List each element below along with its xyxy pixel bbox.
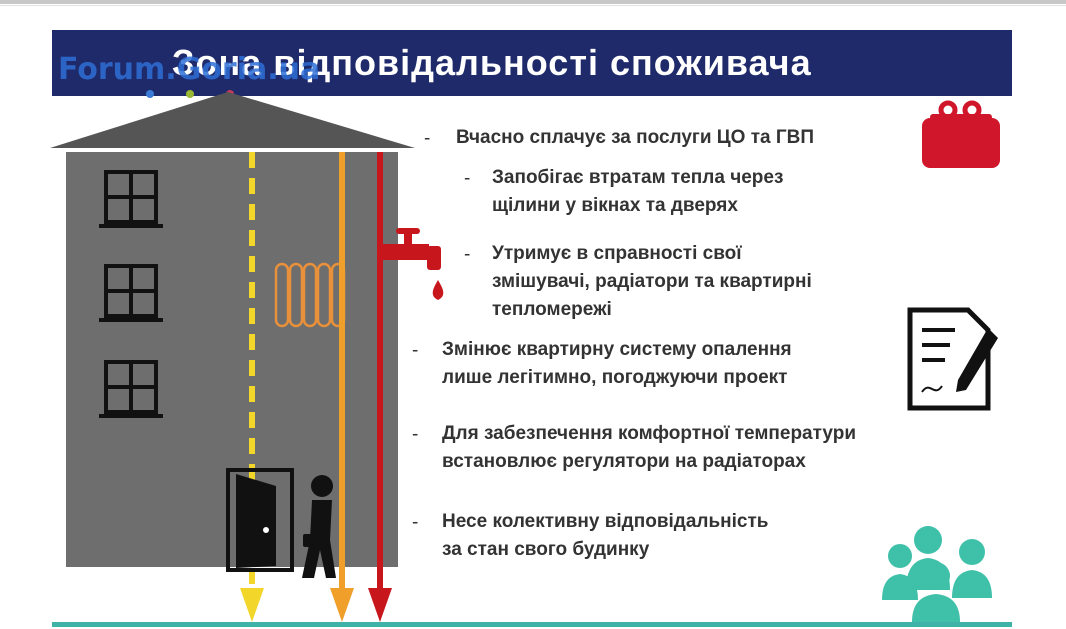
door-icon (226, 468, 294, 572)
person-briefcase-icon (302, 475, 336, 578)
bullet-regulators: Для забезпечення комфортної температури … (442, 420, 856, 476)
bullet-line: щілини у вікнах та дверях (492, 195, 738, 216)
bullet-maintenance: Утримує в справності свої змішувачі, рад… (492, 240, 812, 324)
bullet-payment: Вчасно сплачує за послуги ЦО та ГВП (456, 124, 814, 152)
bullet-system-change: Змінює квартирну систему опалення лише л… (442, 336, 792, 392)
title-bar: Зона відповідальності споживача (52, 30, 1012, 96)
top-border-thin (0, 5, 1066, 6)
bullet-line: тепломережі (492, 299, 612, 320)
people-group-icon (882, 526, 992, 622)
document-pen-icon (907, 307, 998, 411)
window-icon (99, 264, 163, 322)
bullet-dash: - (464, 168, 471, 189)
bullet-dash: - (464, 244, 471, 265)
bullet-line: Запобігає втратам тепла через (492, 167, 784, 188)
top-border (0, 0, 1066, 4)
bullet-line: Змінює квартирну систему опалення (442, 339, 792, 360)
bullet-line: змішувачі, радіатори та квартирні (492, 271, 812, 292)
window-icon (99, 360, 163, 418)
faucet-icon (383, 228, 444, 300)
building-wall (66, 152, 398, 567)
bullet-dash: - (412, 340, 419, 361)
bullet-line: Утримує в справності свої (492, 243, 742, 264)
bottom-accent-line (52, 622, 1012, 627)
bullet-line: Несе колективну відповідальність (442, 511, 769, 532)
roof (50, 92, 415, 148)
bullet-collective: Несе колективну відповідальність за стан… (442, 508, 768, 564)
bullet-line: лише легітимно, погоджуючи проект (442, 367, 788, 388)
bullet-line: за стан свого будинку (442, 539, 650, 560)
bullet-line: Для забезпечення комфортної температури (442, 423, 857, 444)
watermark: Forum.Goria.ua (58, 52, 321, 87)
arrow-red (368, 588, 392, 622)
slide-title: Зона відповідальності споживача (172, 42, 812, 83)
arrow-yellow (240, 588, 264, 622)
bullet-dash: - (412, 512, 419, 533)
bullet-heat-loss: Запобігає втратам тепла через щілини у в… (492, 164, 783, 220)
bullet-line: встановлює регулятори на радіаторах (442, 451, 806, 472)
bullet-line: Вчасно сплачує за послуги ЦО та ГВП (456, 127, 815, 148)
bullet-dash: - (412, 424, 419, 445)
arrow-orange (330, 588, 354, 622)
window-icon (99, 170, 163, 228)
bullet-dash: - (424, 128, 431, 149)
wallet-icon (922, 100, 1000, 168)
